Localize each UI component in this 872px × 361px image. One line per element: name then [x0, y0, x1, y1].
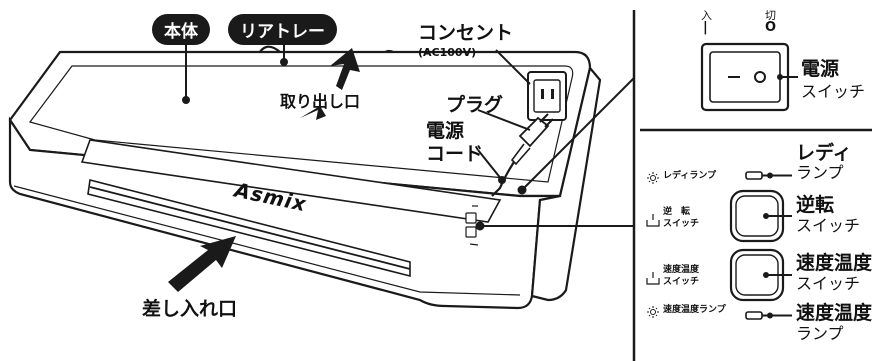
- switch-off-mark: 切: [765, 9, 776, 22]
- switch-on-symbol: |: [703, 20, 708, 35]
- reverse-button[interactable]: [731, 191, 783, 241]
- speed-switch-label-1: 速度温度: [796, 252, 872, 274]
- plug-label: プラグ: [446, 94, 504, 116]
- power-switch-label-2: スイッチ: [801, 82, 866, 101]
- wall-outlet: [527, 71, 567, 121]
- body-callout: 本体: [152, 14, 210, 45]
- panel-controls: [729, 171, 792, 320]
- switch-on-mark: 入: [701, 9, 712, 22]
- reverse-switch-label-1: 逆転: [796, 194, 835, 216]
- exit-label: 取り出し口: [280, 92, 361, 111]
- power-switch-housing: [700, 42, 798, 112]
- ready-lamp-label-2: ランプ: [796, 163, 844, 182]
- entry-arrow: [168, 236, 236, 292]
- power-cord-label-1: 電源: [426, 120, 465, 142]
- speed-small-label-2: スイッチ: [663, 277, 700, 287]
- reverse-switch-label-2: スイッチ: [796, 216, 861, 235]
- speed-lamp-label-2: ランプ: [796, 324, 844, 343]
- power-cord-label-2: コード: [426, 143, 484, 165]
- lamp-symbol-icon-2: [647, 306, 659, 318]
- speed-small-label-1: 速度温度: [663, 265, 700, 275]
- rear-tray-callout: リアトレー: [228, 14, 337, 45]
- speed-lamp-label-1: 速度温度: [796, 302, 872, 324]
- outlet-voltage-label: (AC100V): [418, 46, 477, 59]
- speed-lamp-small-label: 速度温度ランプ: [663, 305, 726, 315]
- button-symbol-icon: [646, 214, 660, 285]
- speed-switch-label-2: スイッチ: [796, 274, 861, 293]
- power-switch-label-1: 電源: [801, 58, 840, 80]
- exit-arrow: [330, 48, 360, 90]
- laminator-body: [8, 50, 602, 310]
- power-cord: [491, 161, 515, 197]
- ready-lamp-small-label: レディランプ: [663, 171, 717, 181]
- entry-label: 差し入れ口: [142, 298, 238, 320]
- control-panel-frame: [632, 10, 872, 361]
- reverse-small-label-2: スイッチ: [663, 219, 700, 229]
- switch-off-symbol: O: [765, 20, 777, 35]
- lamp-symbol-icon: [647, 172, 659, 184]
- exit-arrow-small: [300, 106, 326, 120]
- reverse-small-label-1: 逆 転: [663, 207, 691, 217]
- outlet-label: コンセント: [418, 22, 514, 44]
- ready-lamp-label-1: レディ: [796, 142, 852, 164]
- speed-temp-button[interactable]: [731, 250, 783, 300]
